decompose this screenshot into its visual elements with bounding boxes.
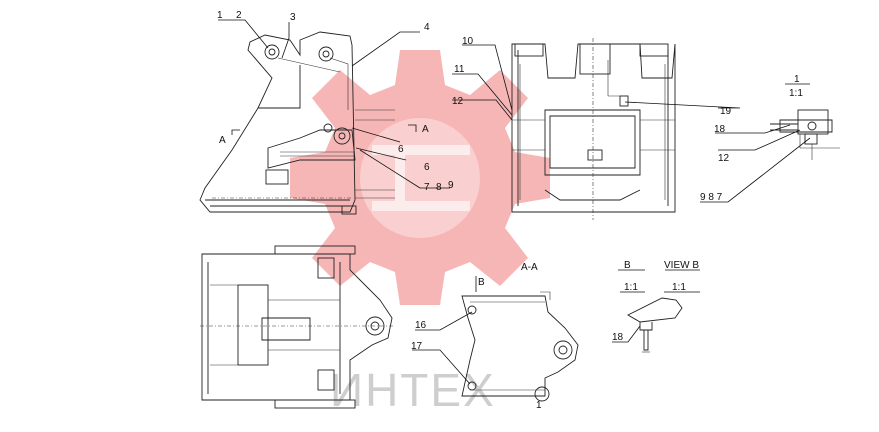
view-labels: A A B A-A 1 1:1 B 1:1 VIEW B 1:1 1 (219, 74, 803, 411)
callout-8: 8 (436, 182, 442, 193)
front-view-frame (511, 38, 676, 220)
side-view-frame (199, 31, 395, 215)
callout-11: 11 (454, 64, 465, 75)
callout-6-lower: 6 (424, 162, 430, 173)
detail-1 (770, 109, 840, 160)
callout-12-detail: 12 (718, 153, 730, 164)
watermark-gear-logo (290, 50, 550, 305)
detail-b-title: B (624, 260, 631, 271)
view-b-title: VIEW B (664, 260, 699, 271)
detail-b-view (627, 297, 683, 353)
view-b-scale: 1:1 (672, 282, 686, 293)
callout-3: 3 (290, 12, 296, 23)
callout-7: 7 (424, 182, 430, 193)
callout-18-view-b: 18 (612, 332, 624, 343)
callout-2: 2 (236, 10, 242, 21)
view-arrow-b: B (478, 277, 485, 288)
callout-numbers: 1 2 3 4 6 6 7 8 9 10 11 12 19 18 12 9 8 … (217, 10, 732, 352)
leader-lines (218, 19, 811, 385)
callout-17: 17 (411, 341, 423, 352)
callout-16: 16 (415, 320, 427, 331)
watermark-text: ИНТЕХ (330, 364, 496, 416)
callout-9-8-7: 9 8 7 (700, 192, 723, 203)
callout-18-detail: 18 (714, 124, 726, 135)
detail-1-title: 1 (794, 74, 800, 85)
callout-9: 9 (448, 180, 454, 191)
callout-19: 19 (720, 106, 732, 117)
callout-4: 4 (424, 22, 430, 33)
detail-b-scale: 1:1 (624, 282, 638, 293)
view-arrow-a-left: A (219, 135, 226, 146)
section-a-a (461, 291, 579, 402)
plan-view-frame (200, 245, 395, 409)
detail-1-scale: 1:1 (789, 88, 803, 99)
callout-12-front: 12 (452, 96, 464, 107)
callout-1: 1 (217, 10, 223, 21)
callout-10: 10 (462, 36, 474, 47)
bottom-detail-1: 1 (536, 400, 542, 411)
callout-6-upper: 6 (398, 144, 404, 155)
section-title-a-a: A-A (521, 262, 538, 273)
view-arrow-a-right: A (422, 124, 429, 135)
